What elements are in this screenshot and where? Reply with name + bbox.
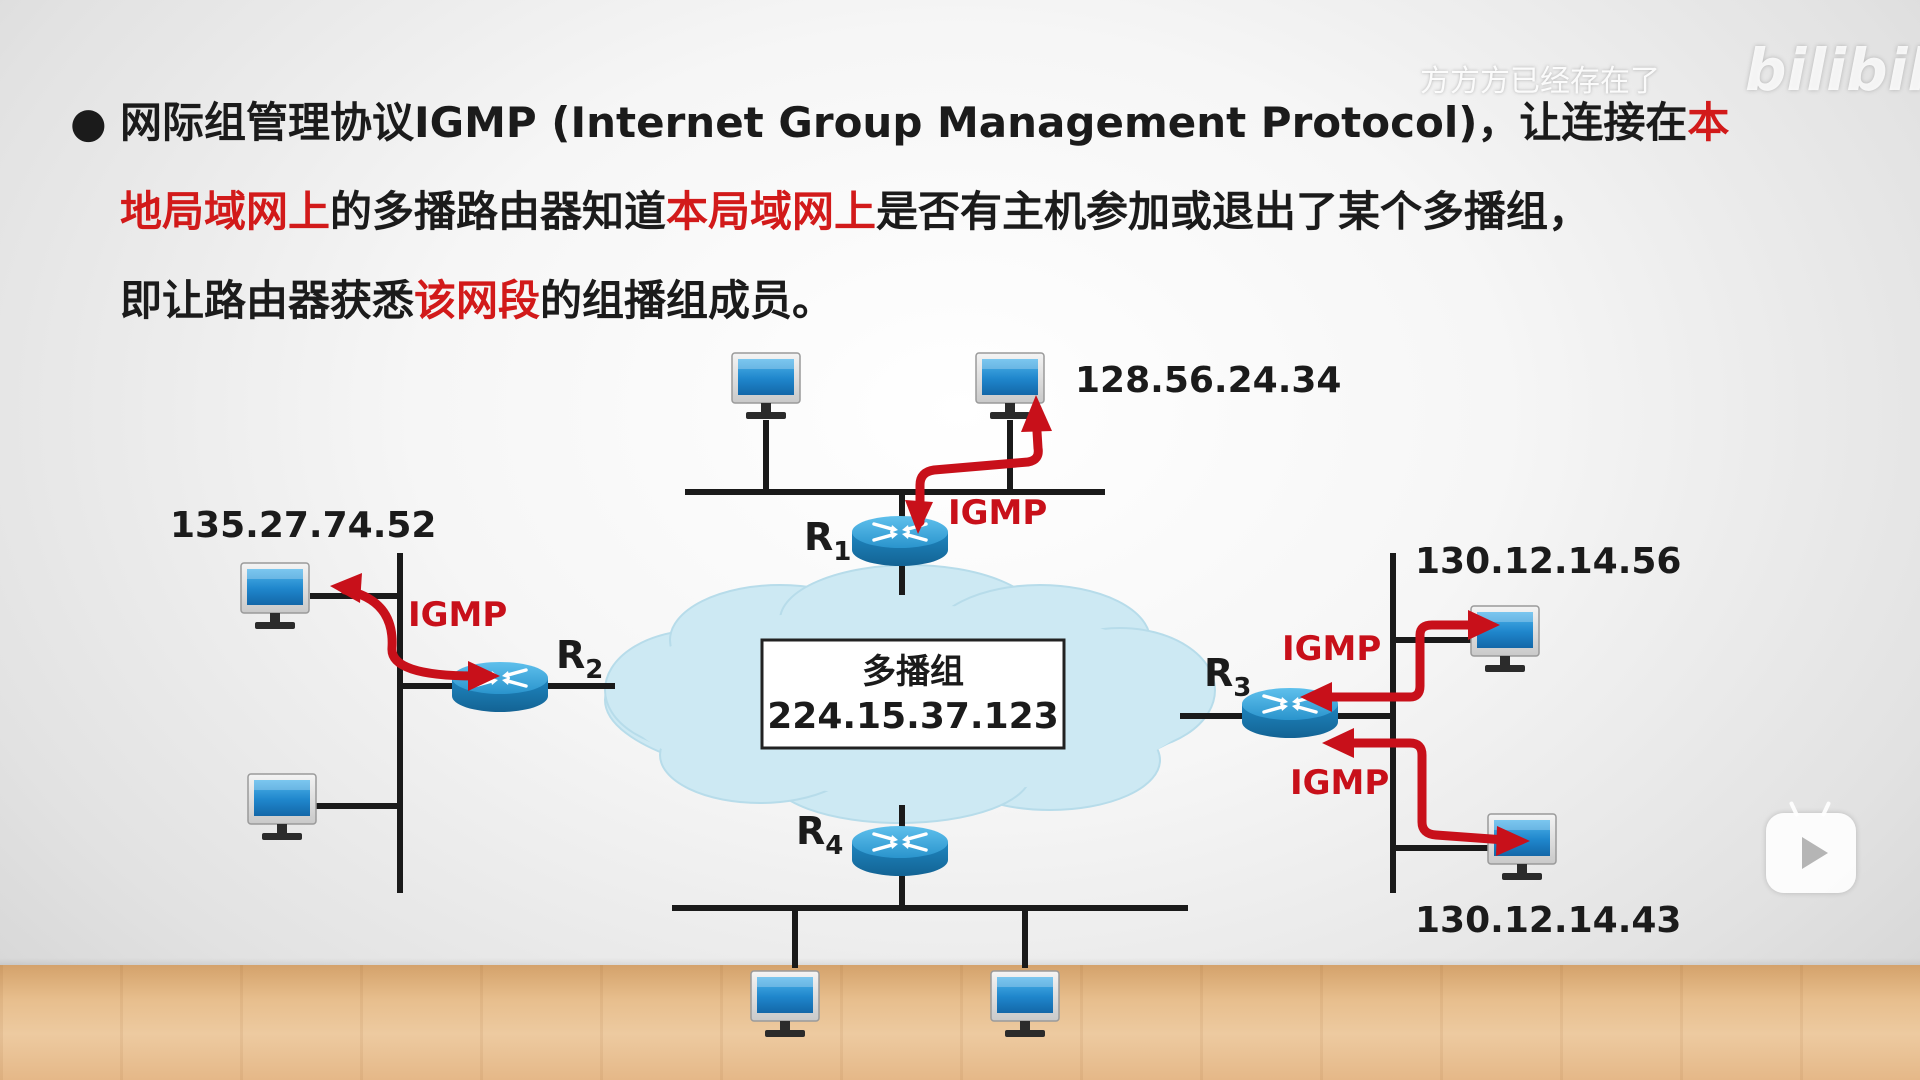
- play-button[interactable]: [1766, 800, 1856, 893]
- multicast-group-box: 多播组 224.15.37.123: [760, 638, 1066, 750]
- router-icon-r2: [450, 660, 550, 714]
- igmp-label-r3-bottom: IGMP: [1290, 763, 1389, 803]
- igmp-arrows: [340, 410, 1510, 845]
- arrowhead-icon: [330, 573, 362, 603]
- multicast-group-title: 多播组: [862, 652, 964, 692]
- computer-icon: [731, 352, 801, 420]
- router-labels: R1 R2 R3 R4: [556, 515, 1251, 861]
- ip-label-r3-host-bottom: 130.12.14.43: [1415, 900, 1681, 941]
- igmp-arrow-r1: [915, 410, 1043, 527]
- arrowhead-icon: [1322, 728, 1354, 758]
- igmp-arrowheads: [330, 395, 1530, 856]
- ip-label-r3-host-top: 130.12.14.56: [1415, 541, 1681, 582]
- igmp-labels: IGMP IGMP IGMP IGMP: [408, 493, 1389, 803]
- bullet-icon: ●: [70, 98, 107, 147]
- igmp-label-r3-top: IGMP: [1282, 629, 1381, 669]
- text-line-1-highlight: 本: [1687, 98, 1730, 147]
- text-line-3: 即让路由器获悉该网段的组播组成员。: [70, 256, 1870, 345]
- igmp-arrow-r2: [340, 585, 480, 681]
- uploader-watermark: 方方方已经存在了: [1420, 64, 1660, 99]
- bilibili-logo: bilibili: [1745, 36, 1920, 104]
- router-label-r2: R2: [556, 633, 603, 685]
- igmp-label-r1: IGMP: [948, 493, 1047, 533]
- router-label-r3: R3: [1204, 651, 1251, 703]
- network-links: [310, 420, 1500, 968]
- text-line-2-highlight-1: 地局域网上: [120, 187, 331, 236]
- text-line-2: 地局域网上的多播路由器知道本局域网上是否有主机参加或退出了某个多播组，: [70, 167, 1870, 256]
- router-icon-r1: [850, 514, 950, 568]
- router-label-r4: R4: [796, 809, 843, 861]
- text-line-2-normal-1: 的多播路由器知道: [330, 187, 667, 236]
- text-line-1: ● 网际组管理协议IGMP (Internet Group Management …: [70, 78, 1870, 167]
- computer-icon: [247, 773, 317, 841]
- arrowhead-icon: [468, 661, 500, 691]
- computer-icon: [1470, 605, 1540, 673]
- ip-label-r2-host: 135.27.74.52: [170, 505, 436, 546]
- arrowhead-icon: [1021, 395, 1052, 432]
- text-line-1-normal: 网际组管理协议IGMP (Internet Group Management P…: [120, 98, 1688, 147]
- router-icon-r4: [850, 824, 950, 878]
- arrowhead-icon: [1468, 610, 1500, 640]
- computer-icon: [990, 970, 1060, 1038]
- igmp-arrow-r3-top: [1315, 620, 1480, 702]
- ip-label-r1-host: 128.56.24.34: [1075, 360, 1341, 401]
- text-line-3-normal-1: 即让路由器获悉: [120, 276, 415, 325]
- slide-text: ● 网际组管理协议IGMP (Internet Group Management …: [70, 78, 1870, 345]
- text-line-3-normal-2: 的组播组成员。: [540, 276, 835, 325]
- arrowhead-icon: [905, 500, 933, 534]
- multicast-group-address: 224.15.37.123: [767, 696, 1059, 737]
- floor-shadow: [0, 958, 1920, 968]
- text-line-2-highlight-2: 本局域网上: [666, 187, 877, 236]
- computer-icon: [750, 970, 820, 1038]
- router-label-r1: R1: [804, 515, 851, 567]
- igmp-label-r2: IGMP: [408, 595, 507, 635]
- play-icon: [1802, 837, 1828, 869]
- igmp-arrow-r3-bottom: [1340, 738, 1510, 845]
- arrowhead-icon: [1300, 682, 1332, 712]
- host-ip-labels: 128.56.24.34 135.27.74.52 130.12.14.56 1…: [170, 360, 1681, 941]
- text-line-2-normal-2: 是否有主机参加或退出了某个多播组，: [876, 187, 1591, 236]
- text-line-3-highlight: 该网段: [414, 276, 541, 325]
- arrowhead-icon: [1496, 826, 1530, 856]
- wooden-floor: [0, 965, 1920, 1080]
- computer-icon: [240, 562, 310, 630]
